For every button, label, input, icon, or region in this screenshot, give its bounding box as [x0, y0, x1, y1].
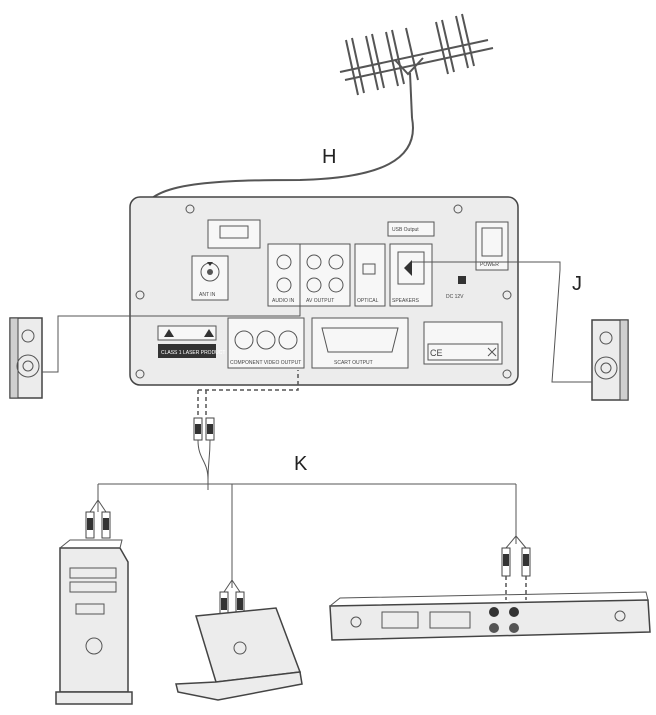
- rca-plugs-dvd: [501, 535, 531, 600]
- rca-plug-pair: [193, 417, 215, 441]
- dc-jack: [458, 276, 466, 284]
- dvd-player: [329, 591, 651, 641]
- left-speaker: [9, 317, 43, 399]
- scart-label: SCART OUTPUT: [334, 360, 373, 366]
- label-j: J: [572, 273, 582, 295]
- usb-output-label: USB Output: [392, 227, 419, 233]
- ant-in-port: ANT IN: [191, 255, 229, 301]
- optical-label: OPTICAL: [357, 298, 379, 304]
- lamp-port: [207, 219, 261, 249]
- cable-k: [97, 480, 517, 588]
- power-label: POWER: [480, 262, 499, 268]
- laser-warning-label: CLASS 1 LASER PRODUCT: [157, 325, 225, 358]
- optical-port: OPTICAL: [354, 243, 386, 307]
- dc-label: DC 12V: [446, 294, 464, 300]
- component-label: COMPONENT VIDEO OUTPUT: [230, 360, 301, 366]
- component-video-output: COMPONENT VIDEO OUTPUT: [227, 317, 305, 369]
- ant-in-label: ANT IN: [199, 292, 216, 298]
- power-switch: POWER: [475, 221, 509, 271]
- audio-in-label: AUDIO IN: [272, 298, 295, 304]
- cable-j-left: [42, 306, 301, 373]
- pc-tower: [55, 539, 133, 705]
- label-k: K: [294, 453, 308, 475]
- scart-output: SCART OUTPUT: [311, 317, 409, 369]
- main-unit-rear-panel: ANT IN AUDIO IN AV OUTPUT OPTICAL USB Ou…: [129, 196, 519, 386]
- rating-plate: CE: [423, 321, 503, 365]
- rca-plugs-pc: [85, 499, 111, 539]
- svg-text:CLASS 1 LASER PRODUCT: CLASS 1 LASER PRODUCT: [161, 350, 225, 356]
- tv-antenna: [339, 13, 494, 119]
- av-connector-block: AUDIO IN AV OUTPUT: [267, 243, 351, 307]
- svg-text:CE: CE: [430, 348, 443, 358]
- right-speaker: [591, 319, 629, 401]
- av-output-label: AV OUTPUT: [306, 298, 334, 304]
- speaker-terminals: USB Output SPEAKERS: [387, 221, 435, 307]
- speakers-label: SPEAKERS: [392, 298, 420, 304]
- label-h: H: [322, 146, 336, 168]
- laptop: [175, 607, 303, 701]
